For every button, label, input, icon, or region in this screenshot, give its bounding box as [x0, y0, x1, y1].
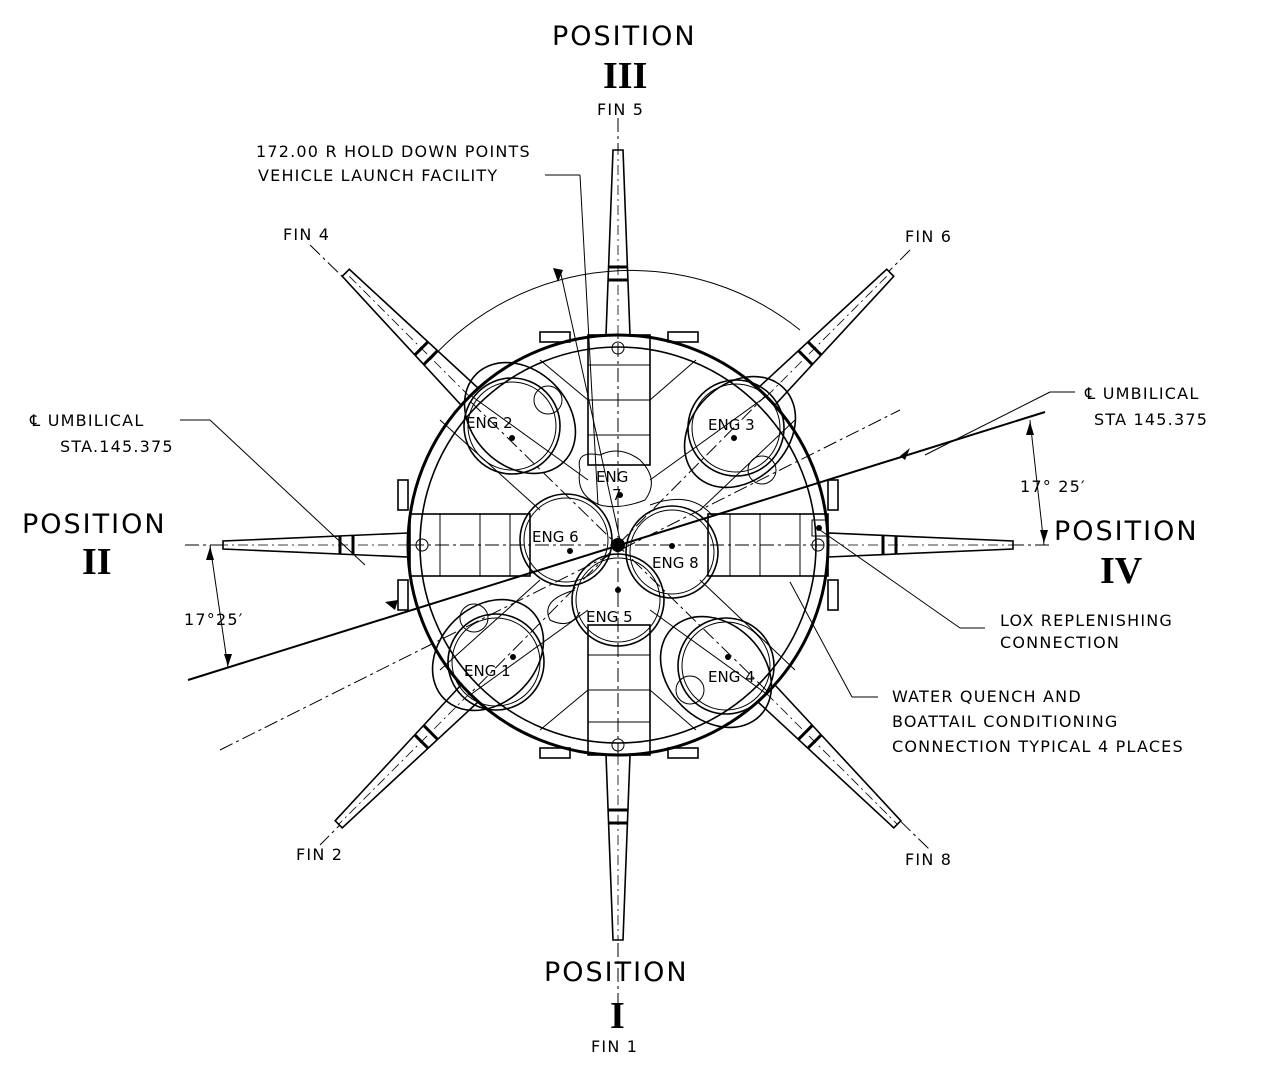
- lox-label-line1: LOX REPLENISHING: [1000, 611, 1173, 630]
- position-iv-label: POSITION: [1054, 516, 1199, 547]
- umbilical-left-leader: [180, 419, 366, 566]
- water-leader: [789, 581, 878, 698]
- water-label-line3: CONNECTION TYPICAL 4 PLACES: [892, 737, 1184, 756]
- lox-leader: [819, 529, 985, 629]
- engine-4: ENG 4: [659, 615, 775, 729]
- fin-8-centerline: [766, 693, 898, 825]
- fin-4-label: FIN 4: [283, 225, 330, 244]
- water-label-line2: BOATTAIL CONDITIONING: [892, 712, 1119, 731]
- umbilical-right-line1: ℄ UMBILICAL: [1084, 384, 1199, 403]
- position-ii-label: POSITION: [22, 509, 167, 540]
- position-iii-label: POSITION: [552, 21, 697, 52]
- umbilical-lines: [187, 409, 1046, 751]
- hold-down-leader: [545, 174, 621, 541]
- engine-6: ENG 6: [519, 493, 613, 587]
- angle-right-label: 17° 25′: [1020, 477, 1086, 496]
- fin-2-label: FIN 2: [296, 845, 343, 864]
- eng-5-label: ENG 5: [586, 608, 633, 626]
- engine-3: ENG 3: [683, 375, 797, 489]
- fins: [222, 149, 1014, 941]
- fin-6-label: FIN 6: [905, 227, 952, 246]
- eng-4-label: ENG 4: [708, 668, 755, 686]
- eng-3-label: ENG 3: [708, 416, 755, 434]
- angle-left-label: 17°25′: [184, 610, 244, 629]
- hold-down-label-line2: VEHICLE LAUNCH FACILITY: [258, 166, 498, 185]
- fin-2-centerline: [338, 693, 470, 825]
- hold-down-label-line1: 172.00 R HOLD DOWN POINTS: [256, 142, 531, 161]
- eng-7-label-line2: 7: [612, 486, 622, 504]
- umbilical-left-line1: ℄ UMBILICAL: [29, 411, 144, 430]
- angle-dimension-left: [206, 544, 232, 669]
- engine-2: ENG 2: [463, 361, 577, 475]
- umbilical-left-line2: STA.145.375: [60, 437, 174, 456]
- lox-label-line2: CONNECTION: [1000, 633, 1120, 652]
- engine-8: ENG 8: [625, 498, 719, 599]
- fin-4-centerline: [345, 272, 470, 397]
- umbilical-right-line2: STA 145.375: [1094, 410, 1208, 429]
- position-iv-numeral: IV: [1100, 550, 1143, 592]
- angle-dimension-right: [1026, 419, 1048, 546]
- eng-6-label: ENG 6: [532, 528, 579, 546]
- fin-5-label: FIN 5: [597, 100, 644, 119]
- position-ii-numeral: II: [82, 541, 112, 583]
- umbilical-right-leader: [924, 391, 1075, 456]
- position-i-numeral: I: [610, 995, 625, 1037]
- engine-7: ENG 7: [578, 450, 652, 508]
- eng-7-label-line1: ENG: [596, 468, 628, 486]
- engine-5: ENG 5: [547, 553, 665, 647]
- fin-6-centerline: [766, 272, 891, 397]
- eng-2-label: ENG 2: [466, 414, 513, 432]
- eng-1-label: ENG 1: [464, 662, 511, 680]
- position-iii-numeral: III: [603, 55, 647, 97]
- eng-8-label: ENG 8: [652, 554, 699, 572]
- fin-8-label: FIN 8: [905, 850, 952, 869]
- position-i-label: POSITION: [544, 957, 689, 988]
- fin-1-label: FIN 1: [591, 1037, 638, 1056]
- engine-1: ENG 1: [431, 598, 545, 712]
- water-label-line1: WATER QUENCH AND: [892, 687, 1082, 706]
